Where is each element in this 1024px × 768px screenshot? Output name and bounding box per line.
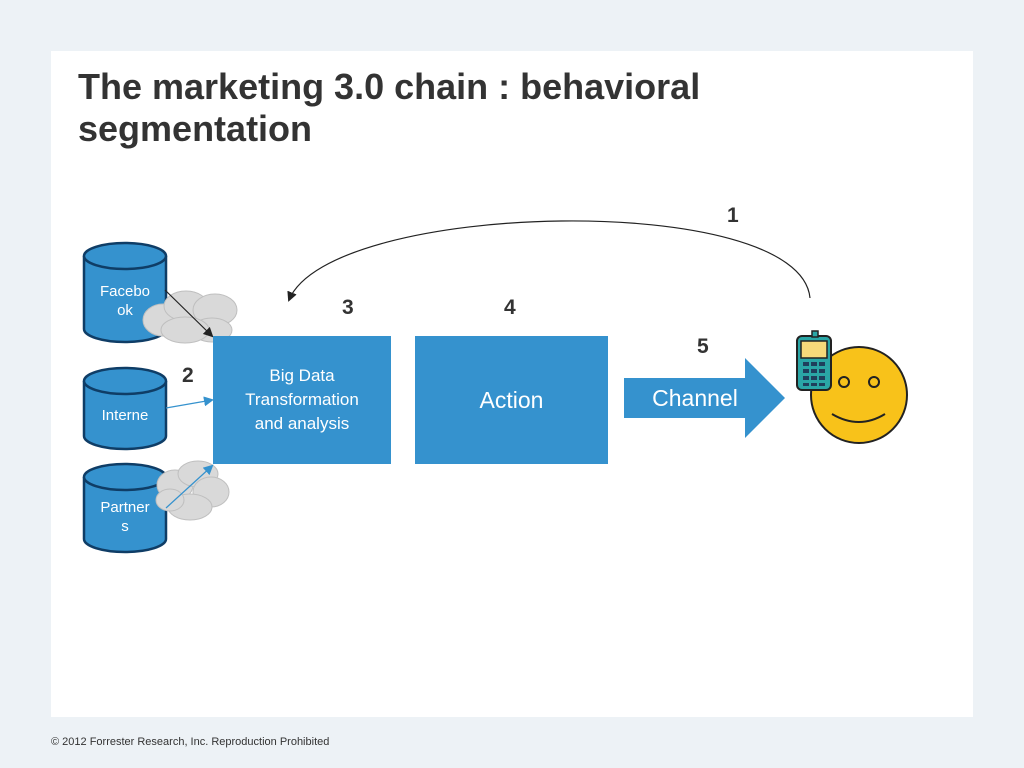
channel-label: Channel (652, 384, 738, 411)
internet-cylinder (82, 366, 168, 451)
title-line-1: The marketing 3.0 chain : behavioral (78, 66, 701, 107)
mobile-phone-icon (796, 330, 832, 391)
action-box (415, 336, 608, 464)
facebook-label: Facebo ok (99, 283, 151, 319)
copyright-footer: © 2012 Forrester Research, Inc. Reproduc… (51, 736, 330, 748)
slide-title: The marketing 3.0 chain : behavioral seg… (78, 66, 838, 150)
partners-connector (165, 464, 214, 509)
step-number-1: 1 (727, 204, 739, 227)
cloud-icon (155, 460, 230, 521)
facebook-connector (164, 289, 214, 338)
action-label: Action (479, 386, 544, 413)
step-number-2: 2 (182, 364, 194, 387)
feedback-arrow (287, 220, 811, 302)
step-number-5: 5 (697, 335, 709, 358)
title-line-2: segmentation (78, 108, 313, 149)
cloud-icon (142, 290, 238, 344)
channel-arrow (624, 358, 785, 438)
smiley-face-icon (810, 346, 908, 444)
partners-label: Partner s (100, 499, 150, 535)
big-data-label: Big Data Transformation and analysis (245, 366, 359, 433)
big-data-box (213, 336, 391, 464)
internet-connector (165, 396, 214, 409)
step-number-4: 4 (504, 296, 516, 319)
internet-label: Interne (101, 406, 149, 424)
step-number-3: 3 (342, 296, 354, 319)
